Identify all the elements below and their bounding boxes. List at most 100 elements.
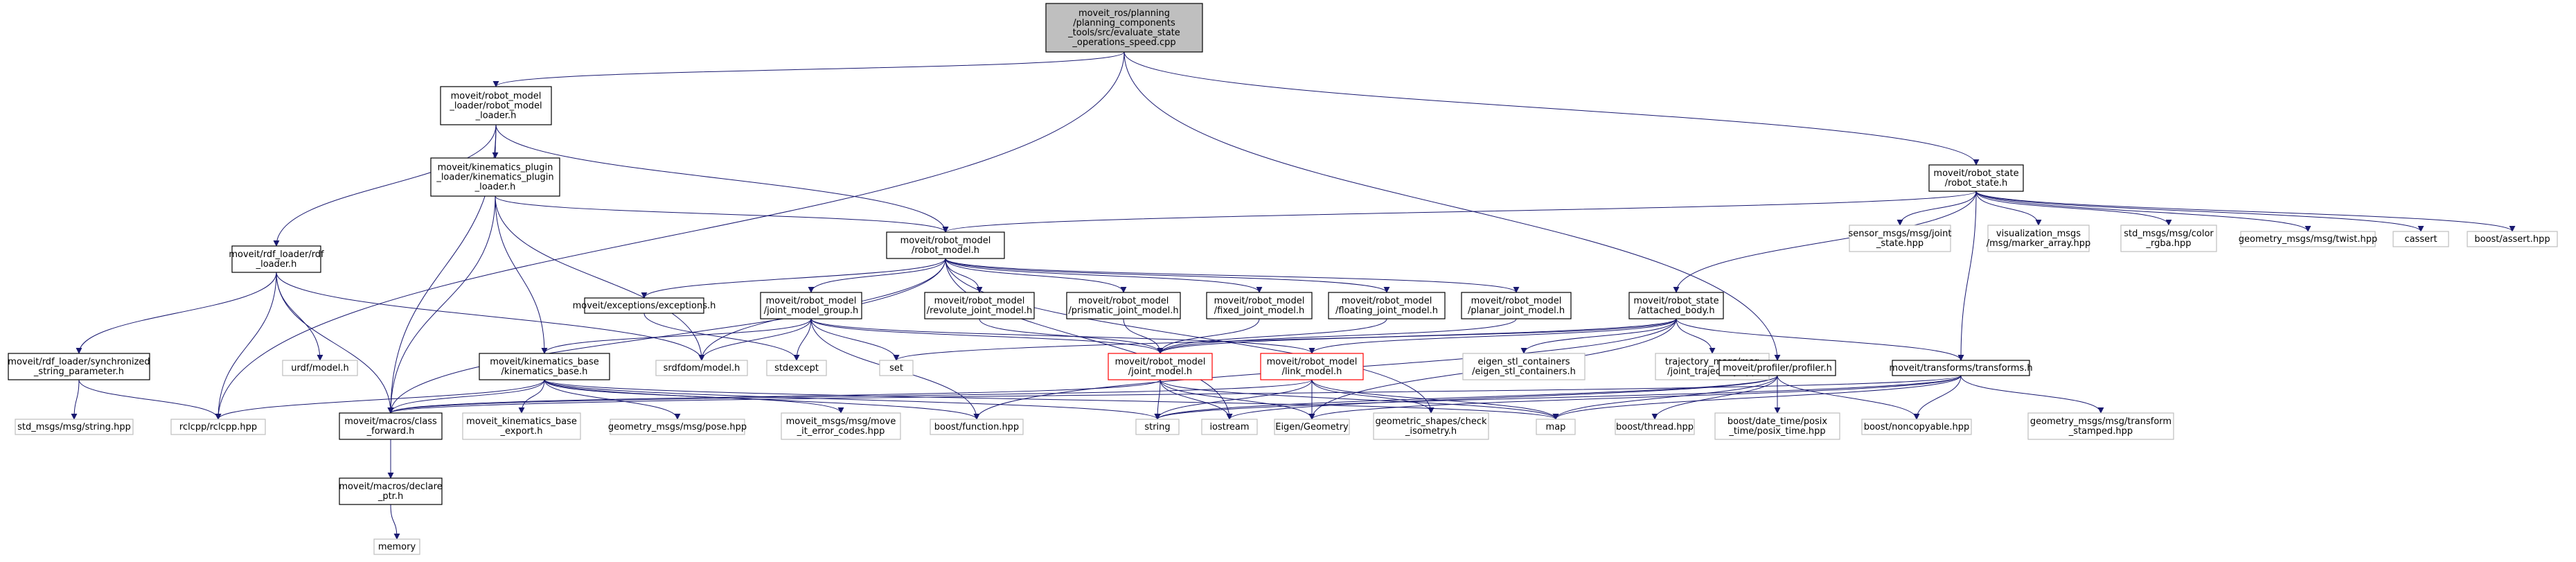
node-moveit-macros-class-forward-h[interactable]: moveit/macros/class_forward.h — [339, 412, 443, 440]
node-label: Eigen/Geometry — [1275, 422, 1349, 432]
node-iostream[interactable]: iostream — [1201, 419, 1258, 435]
edge-pla-to-jm — [1157, 318, 1517, 354]
edge-lm-to-mcf — [387, 379, 1313, 414]
node-moveit-transforms-transforms-h[interactable]: moveit/transforms/transforms.h — [1889, 360, 2033, 376]
node-boost-function-hpp[interactable]: boost/function.hpp — [930, 419, 1024, 435]
node-std-msgs-msg-color-rgba-hpp[interactable]: std_msgs/msg/color_rgba.hpp — [2120, 225, 2217, 252]
edge-rm-to-ios — [945, 258, 1233, 420]
node-moveit-kinematics-plugin-loader-kinematics-plugin-loader-h[interactable]: moveit/kinematics_plugin_loader/kinemati… — [430, 157, 560, 197]
node-moveit-profiler-profiler-h[interactable]: moveit/profiler/profiler.h — [1718, 360, 1836, 376]
node-eigen-stl-containers-eigen-stl-containers-h[interactable]: eigen_stl_containers/eigen_stl_container… — [1462, 353, 1585, 380]
node-moveit-exceptions-exceptions-h[interactable]: moveit/exceptions/exceptions.h — [573, 297, 716, 314]
node-moveit-robot-model-prismatic-joint-model-h[interactable]: moveit/robot_model/prismatic_joint_model… — [1066, 292, 1181, 319]
node-moveit-robot-model-joint-model-h[interactable]: moveit/robot_model/joint_model.h — [1108, 353, 1213, 380]
node-label: /fixed_joint_model.h — [1214, 306, 1304, 316]
node-srdfdom-model-h[interactable]: srdfdom/model.h — [655, 360, 748, 376]
node-stdexcept[interactable]: stdexcept — [766, 360, 827, 376]
node-label: moveit/exceptions/exceptions.h — [573, 301, 716, 311]
node-string[interactable]: string — [1135, 419, 1180, 435]
node-label: _rgba.hpp — [2146, 238, 2192, 249]
node-rclcpp-rclcpp-hpp[interactable]: rclcpp/rclcpp.hpp — [170, 419, 266, 435]
node-map[interactable]: map — [1536, 419, 1576, 435]
node-moveit-robot-model-planar-joint-model-h[interactable]: moveit/robot_model/planar_joint_model.h — [1461, 292, 1572, 319]
edge-rdf-to-mcf — [276, 272, 394, 414]
edge-lm-to-map — [1311, 379, 1559, 420]
node-label: moveit/robot_model — [451, 91, 542, 102]
node-boost-noncopyable-hpp[interactable]: boost/noncopyable.hpp — [1861, 419, 1972, 435]
node-moveit-kinematics-base-export-h[interactable]: moveit_kinematics_base_export.h — [462, 412, 581, 440]
edge-rml-to-rdf — [273, 124, 497, 247]
node-label: moveit/robot_model — [1267, 357, 1358, 367]
node-label: moveit/macros/class — [344, 416, 437, 427]
node-geometry-msgs-msg-twist-hpp[interactable]: geometry_msgs/msg/twist.hpp — [2239, 231, 2378, 247]
node-moveit-rdf-loader-synchronized-string-parameter-h[interactable]: moveit/rdf_loader/synchronized_string_pa… — [8, 353, 150, 380]
node-label: moveit/robot_model — [1214, 296, 1305, 306]
edge-flo-to-jm — [1157, 318, 1387, 354]
node-label: geometric_shapes/check — [1375, 416, 1486, 427]
node-moveit-kinematics-base-kinematics-base-h[interactable]: moveit/kinematics_base/kinematics_base.h — [479, 353, 610, 380]
node-moveit-ros-planning-planning-components-tools-src-evaluate-state-operations-speed-cpp[interactable]: moveit_ros/planning/planning_components_… — [1045, 3, 1203, 53]
node-boost-thread-hpp[interactable]: boost/thread.hpp — [1615, 419, 1695, 435]
node-box — [1201, 419, 1258, 435]
node-geometry-msgs-msg-pose-hpp[interactable]: geometry_msgs/msg/pose.hpp — [608, 419, 747, 435]
node-moveit-robot-model-link-model-h[interactable]: moveit/robot_model/link_model.h — [1260, 353, 1364, 380]
node-moveit-msgs-msg-move-it-error-codes-hpp[interactable]: moveit_msgs/msg/move_it_error_codes.hpp — [781, 412, 901, 440]
node-moveit-robot-state-robot-state-h[interactable]: moveit/robot_state/robot_state.h — [1928, 164, 2024, 192]
node-label: /planar_joint_model.h — [1468, 306, 1565, 316]
node-label: moveit/robot_model — [900, 236, 991, 246]
node-moveit-robot-model-revolute-joint-model-h[interactable]: moveit/robot_model/revolute_joint_model.… — [924, 292, 1035, 319]
node-label: moveit/robot_model — [1115, 357, 1206, 367]
node-label: std_msgs/msg/string.hpp — [17, 422, 131, 432]
node-moveit-robot-model-robot-model-h[interactable]: moveit/robot_model/robot_model.h — [886, 231, 1005, 259]
node-label: _tools/src/evaluate_state — [1067, 28, 1180, 38]
node-visualization-msgs-msg-marker-array-hpp[interactable]: visualization_msgs/msg/marker_array.hpp — [1987, 225, 2090, 252]
node-boost-date-time-posix-time-posix-time-hpp[interactable]: boost/date_time/posix_time/posix_time.hp… — [1714, 412, 1840, 440]
node-set[interactable]: set — [879, 360, 914, 376]
node-boost-assert-hpp[interactable]: boost/assert.hpp — [2467, 231, 2558, 247]
node-label: moveit/robot_state — [1933, 168, 2018, 179]
node-moveit-robot-model-fixed-joint-model-h[interactable]: moveit/robot_model/fixed_joint_model.h — [1206, 292, 1313, 319]
edge-rm-to-pri — [945, 258, 1127, 293]
node-cassert[interactable]: cassert — [2392, 231, 2449, 247]
node-label: boost/assert.hpp — [2474, 234, 2550, 245]
node-box — [886, 231, 1005, 259]
edge-rdf-to-srdf — [276, 272, 705, 361]
node-label: /link_model.h — [1282, 367, 1342, 377]
node-label: /robot_state.h — [1945, 178, 2008, 188]
node-box — [479, 353, 610, 380]
edge-tf-to-str — [1154, 375, 1962, 420]
node-moveit-rdf-loader-rdf-loader-h[interactable]: moveit/rdf_loader/rdf_loader.h — [229, 245, 324, 273]
edge-ab-to-set — [893, 318, 1677, 361]
node-box — [1849, 225, 1951, 252]
node-label: cassert — [2404, 234, 2437, 245]
node-box — [1718, 360, 1836, 376]
node-moveit-robot-model-floating-joint-model-h[interactable]: moveit/robot_model/floating_joint_model.… — [1328, 292, 1446, 319]
edge-kpl-to-rm — [495, 195, 949, 233]
node-geometric-shapes-check-isometry-h[interactable]: geometric_shapes/check_isometry.h — [1373, 412, 1489, 440]
edge-jm-to-map — [1160, 379, 1559, 420]
node-memory[interactable]: memory — [373, 538, 420, 555]
node-moveit-robot-model-joint-model-group-h[interactable]: moveit/robot_model/joint_model_group.h — [760, 292, 862, 319]
edge-rs-to-sens — [1897, 191, 1977, 226]
node-label: _it_error_codes.hpp — [797, 426, 885, 437]
node-moveit-macros-declare-ptr-h[interactable]: moveit/macros/declare_ptr.h — [339, 477, 443, 505]
node-box — [8, 353, 150, 380]
node-label: memory — [378, 542, 416, 552]
node-box — [1373, 412, 1489, 440]
edge-ab-to-lm — [1308, 318, 1677, 354]
node-sensor-msgs-msg-joint-state-hpp[interactable]: sensor_msgs/msg/joint_state.hpp — [1848, 225, 1952, 252]
edge-rs-to-col — [1975, 191, 2172, 226]
node-box — [2392, 231, 2449, 247]
edge-root-to-prof — [1123, 51, 1781, 361]
node-box — [1206, 292, 1313, 319]
node-moveit-robot-model-loader-robot-model-loader-h[interactable]: moveit/robot_model_loader/robot_model_lo… — [440, 86, 552, 125]
node-box — [1108, 353, 1213, 380]
node-geometry-msgs-msg-transform-stamped-hpp[interactable]: geometry_msgs/msg/transform_stamped.hpp — [2027, 412, 2174, 440]
node-std-msgs-msg-string-hpp[interactable]: std_msgs/msg/string.hpp — [15, 419, 134, 435]
node-moveit-robot-state-attached-body-h[interactable]: moveit/robot_state/attached_body.h — [1628, 292, 1724, 319]
node-urdf-model-h[interactable]: urdf/model.h — [282, 360, 358, 376]
node-label: geometry_msgs/msg/twist.hpp — [2239, 234, 2378, 245]
node-label: moveit/robot_state — [1633, 296, 1718, 306]
edge-jmg-to-set — [810, 318, 900, 361]
node-eigen-geometry[interactable]: Eigen/Geometry — [1274, 419, 1350, 435]
